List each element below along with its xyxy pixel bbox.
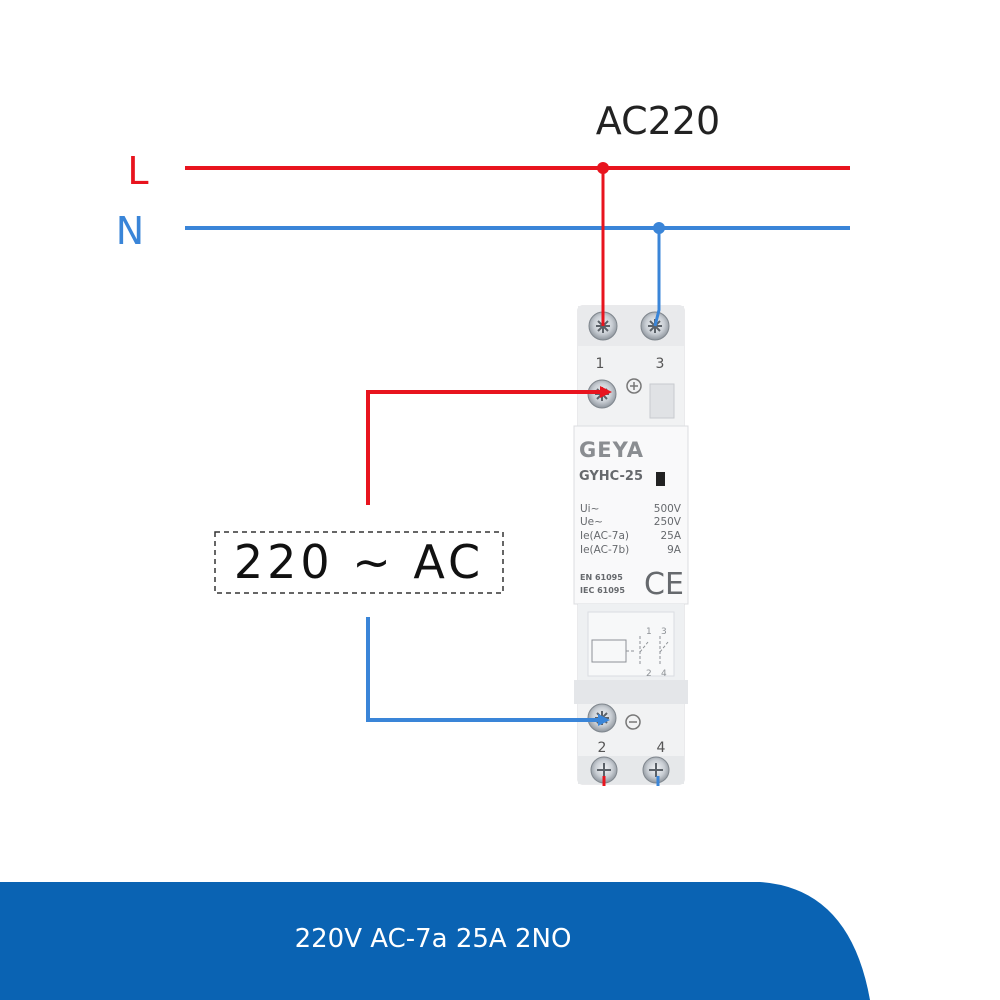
terminal-number-2: 2 xyxy=(598,740,607,756)
rating-value: 9A xyxy=(667,544,682,556)
standard-label: EN 61095 xyxy=(580,573,623,582)
standard-label: IEC 61095 xyxy=(580,586,625,595)
schematic-number-1: 1 xyxy=(646,627,652,637)
neutral-label: N xyxy=(116,209,144,253)
schematic-number-2: 2 xyxy=(646,669,652,679)
rating-label: Ui~ xyxy=(580,503,599,515)
internal-schematic xyxy=(591,636,669,664)
terminal-number-4: 4 xyxy=(657,740,666,756)
rating-value: 25A xyxy=(660,530,681,542)
brand-logo: GEYA xyxy=(579,438,644,462)
arrowhead-icon xyxy=(598,714,610,726)
arrowhead-icon xyxy=(600,386,612,398)
coil-return-wire xyxy=(366,617,598,722)
schematic-number-4: 4 xyxy=(661,669,667,679)
terminal-screw-4-bottom xyxy=(642,756,670,784)
ratings-table: Ui~ 500V Ue~ 250V Ie(AC-7a) 25A Ie(AC-7b… xyxy=(580,503,682,556)
rating-value: 250V xyxy=(654,516,682,528)
terminal-number-1: 1 xyxy=(596,356,605,372)
coil-voltage-box xyxy=(214,531,504,594)
line-label: L xyxy=(127,149,148,193)
terminal-number-3: 3 xyxy=(656,356,665,372)
ce-mark: CE xyxy=(644,567,684,602)
supply-label: AC220 xyxy=(596,99,720,143)
terminal-screw-2-bottom xyxy=(590,756,618,784)
footer-caption: 220V AC-7a 25A 2NO xyxy=(295,924,572,954)
rating-label: Ie(AC-7a) xyxy=(580,530,629,542)
coil-voltage-label: 220 ~ AC xyxy=(234,535,484,589)
coil-feed-wire xyxy=(366,390,600,505)
rating-value: 500V xyxy=(654,503,682,515)
neutral-drop-wire xyxy=(653,228,661,327)
minus-icon xyxy=(625,714,641,730)
rating-label: Ue~ xyxy=(580,516,603,528)
footer-banner xyxy=(0,882,870,1000)
model-label: GYHC-25 xyxy=(579,469,643,484)
rating-label: Ie(AC-7b) xyxy=(580,544,629,556)
schematic-number-3: 3 xyxy=(661,627,667,637)
line-junction-dot xyxy=(597,162,609,174)
contactor-device xyxy=(573,305,689,785)
plus-icon xyxy=(626,378,642,394)
neutral-junction-dot xyxy=(653,222,665,234)
